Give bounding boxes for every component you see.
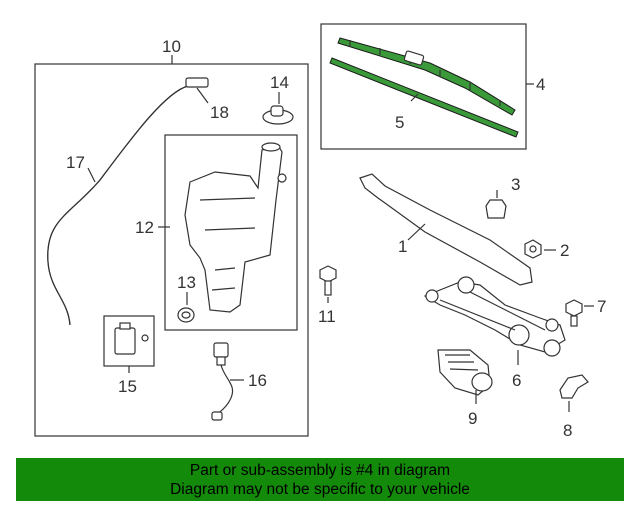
callout-12: 12 [135, 218, 154, 237]
callout-5: 5 [395, 113, 404, 132]
callout-10: 10 [162, 37, 181, 56]
callout-3: 3 [511, 175, 520, 194]
callout-1: 1 [398, 237, 407, 256]
banner-line-2: Diagram may not be specific to your vehi… [170, 481, 470, 498]
callout-7: 7 [597, 297, 606, 316]
washer-hose [47, 85, 189, 326]
callout-14: 14 [270, 73, 289, 92]
callout-16: 16 [248, 371, 267, 390]
banner-line-1: Part or sub-assembly is #4 in diagram [189, 462, 451, 479]
callout-18: 18 [210, 103, 229, 122]
arm-nut [524, 239, 542, 259]
callout-15: 15 [118, 377, 137, 396]
callout-9: 9 [468, 409, 477, 428]
grommet [177, 307, 195, 323]
info-banner: Part or sub-assembly is #4 in diagram Di… [16, 458, 624, 501]
wiper-motor [437, 349, 493, 396]
parts-diagram: 10 17 18 14 12 13 15 16 [34, 23, 606, 440]
level-sensor [211, 342, 234, 421]
blade-refill [329, 57, 519, 138]
wiper-arm [359, 173, 533, 286]
callout-11: 11 [318, 307, 336, 326]
hose-connector [185, 77, 209, 88]
callout-13: 13 [177, 273, 196, 292]
bolt [319, 265, 337, 296]
callout-8: 8 [563, 421, 572, 440]
callout-6: 6 [512, 371, 521, 390]
wiper-blade [337, 37, 516, 116]
callout-17: 17 [66, 153, 85, 172]
linkage-bolt [565, 299, 583, 327]
bracket [559, 374, 589, 399]
blade-box [320, 23, 527, 150]
callout-4: 4 [536, 75, 545, 94]
washer-pump [114, 322, 149, 355]
washer-reservoir [184, 142, 287, 313]
wiper-linkage [423, 276, 566, 357]
callout-2: 2 [560, 241, 569, 260]
arm-cap [485, 199, 507, 219]
reservoir-box [164, 134, 298, 331]
